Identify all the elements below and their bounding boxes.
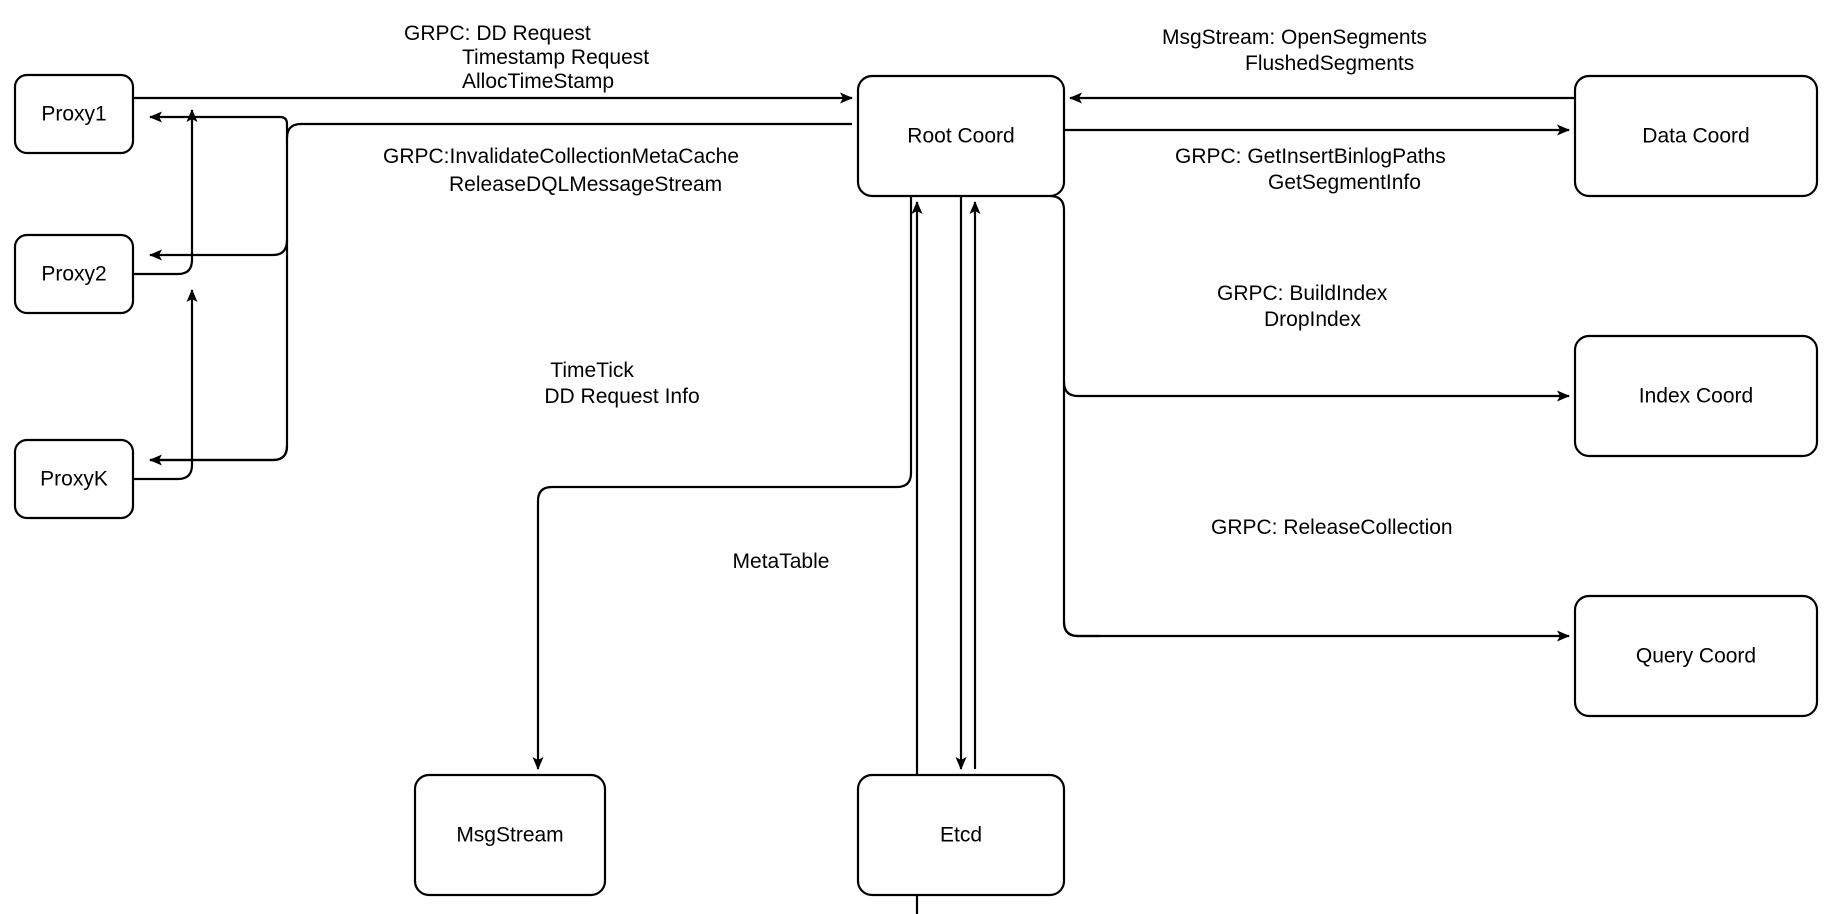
node-rootcoord-label: Root Coord <box>907 125 1014 148</box>
edge-rootcoord-to-indexcoord-line <box>1062 381 1570 402</box>
node-rootcoord-shape[interactable] <box>856 74 1066 198</box>
edge-labels-layer: GRPC: DD Request Timestamp Request Alloc… <box>383 22 1453 573</box>
edge-proxy2-riser <box>133 109 198 276</box>
node-rootcoord[interactable]: Root Coord <box>856 74 1066 198</box>
node-msgstream-label: MsgStream <box>456 824 563 847</box>
edge-rootcoord-to-proxy1-branch <box>149 111 289 138</box>
node-msgstream[interactable]: MsgStream <box>413 773 607 897</box>
node-proxyk-label: ProxyK <box>40 468 108 491</box>
node-proxy1-label: Proxy1 <box>41 103 106 126</box>
node-etcd-shape[interactable] <box>856 773 1066 897</box>
node-proxyk-shape[interactable] <box>13 438 135 520</box>
node-querycoord-label: Query Coord <box>1636 645 1756 668</box>
edge-label-rootcoord-to-querycoord: GRPC: ReleaseCollection <box>1211 516 1453 539</box>
node-indexcoord-label: Index Coord <box>1639 385 1753 408</box>
edge-label-rootcoord-to-msgstream: TimeTick DD Request Info <box>544 359 699 408</box>
node-datacoord-shape[interactable] <box>1573 74 1819 198</box>
edge-label-rootcoord-to-etcd: MetaTable <box>733 550 830 573</box>
node-proxy2-label: Proxy2 <box>41 263 106 286</box>
node-datacoord-label: Data Coord <box>1642 125 1749 148</box>
node-proxy2[interactable]: Proxy2 <box>13 233 135 315</box>
edge-proxyk-riser <box>133 289 198 481</box>
node-proxy1[interactable]: Proxy1 <box>13 73 135 155</box>
nodes-layer: Proxy1 Proxy2 ProxyK Root Coord Data Coo… <box>13 73 1819 897</box>
node-querycoord-shape[interactable] <box>1573 594 1819 718</box>
node-etcd-label: Etcd <box>940 824 982 847</box>
node-proxy2-shape[interactable] <box>13 233 135 315</box>
node-indexcoord-shape[interactable] <box>1573 334 1819 458</box>
edge-rootcoord-right-trunk <box>1049 194 1100 638</box>
edge-rootcoord-to-msgstream-line <box>532 196 913 770</box>
edge-label-rootcoord-to-datacoord: GRPC: GetInsertBinlogPaths GetSegmentInf… <box>1175 145 1452 194</box>
edge-label-datacoord-to-rootcoord: MsgStream: OpenSegments FlushedSegments <box>1162 26 1433 75</box>
node-proxy1-shape[interactable] <box>13 73 135 155</box>
edge-rootcoord-to-proxy2-branch <box>149 239 289 261</box>
edge-label-proxy-to-rootcoord: GRPC: DD Request Timestamp Request Alloc… <box>404 22 655 93</box>
edge-rootcoord-to-querycoord-line <box>1062 621 1570 642</box>
edge-label-rootcoord-to-proxy: GRPC:InvalidateCollectionMetaCache Relea… <box>383 145 745 196</box>
edges-layer <box>133 92 1575 914</box>
node-proxyk[interactable]: ProxyK <box>13 438 135 520</box>
node-querycoord[interactable]: Query Coord <box>1573 594 1819 718</box>
edge-label-rootcoord-to-indexcoord: GRPC: BuildIndex DropIndex <box>1217 282 1393 331</box>
node-msgstream-shape[interactable] <box>413 773 607 897</box>
node-etcd[interactable]: Etcd <box>856 773 1066 897</box>
node-datacoord[interactable]: Data Coord <box>1573 74 1819 198</box>
edge-rootcoord-to-proxyk-branch <box>149 445 289 466</box>
node-indexcoord[interactable]: Index Coord <box>1573 334 1819 458</box>
